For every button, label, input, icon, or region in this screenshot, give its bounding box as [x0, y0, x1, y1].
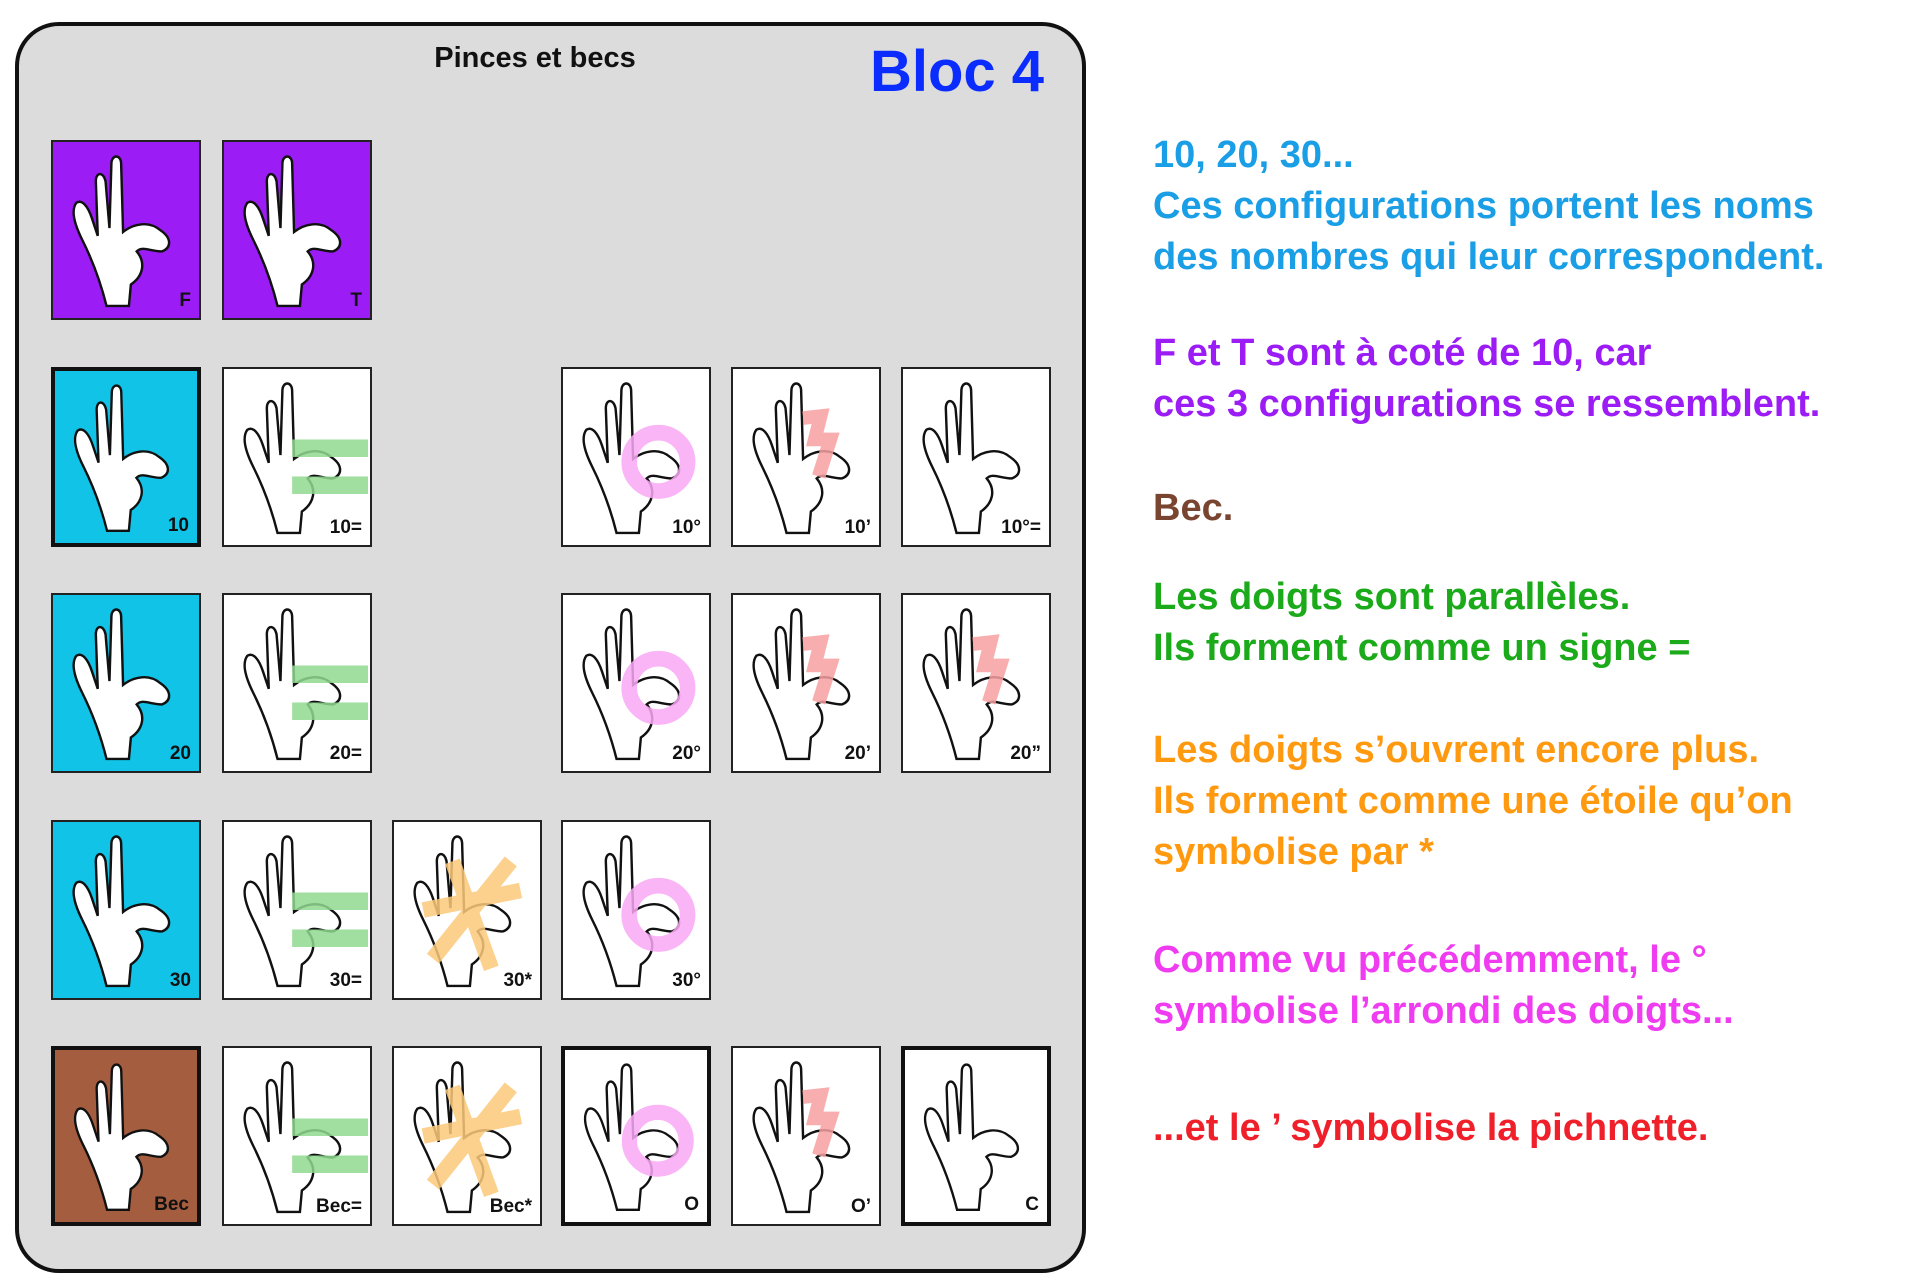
tile-label: 30 — [169, 970, 191, 991]
hand-icon — [582, 835, 696, 988]
handshape-tile-C: C — [901, 1046, 1051, 1226]
handshape-tile-20: 20 — [51, 593, 201, 773]
tile-label: 20= — [329, 743, 362, 764]
tile-label: Bec* — [489, 1196, 532, 1217]
tile-label: T — [350, 290, 362, 311]
tile-label: 10° — [672, 517, 701, 538]
tile-label: 10 — [167, 515, 189, 536]
hand-icon — [243, 835, 369, 988]
tile-label: 30= — [329, 970, 362, 991]
handshape-tile-30=: 30= — [222, 820, 372, 1000]
tile-label: 30° — [672, 970, 701, 991]
note-line: des nombres qui leur correspondent. — [1153, 236, 1825, 278]
tile-label: O — [684, 1194, 699, 1215]
hand-icon — [752, 382, 851, 535]
handshape-tile-10°: 10° — [561, 367, 711, 547]
tile-label: 20 — [169, 743, 191, 764]
note-line: symbolise l’arrondi des doigts... — [1153, 990, 1734, 1032]
note-block: Les doigts sont parallèles. Ils forment c… — [1153, 572, 1690, 674]
note-block: Bec. — [1153, 483, 1233, 534]
tile-label: 20° — [672, 743, 701, 764]
handshape-tile-O: O — [561, 1046, 711, 1226]
handshape-tile-20’: 20’ — [731, 593, 881, 773]
hand-icon — [583, 1063, 694, 1212]
handshape-tile-10: 10 — [51, 367, 201, 547]
handshape-tile-Bec*: Bec* — [392, 1046, 542, 1226]
hand-icon — [922, 382, 1021, 535]
tile-label: 10’ — [844, 517, 871, 538]
hand-icon — [243, 608, 369, 761]
handshape-tile-30*: 30* — [392, 820, 542, 1000]
hand-icon — [752, 608, 851, 761]
note-line: symbolise par * — [1153, 831, 1434, 873]
handshape-tile-O’: O’ — [731, 1046, 881, 1226]
hand-icon — [72, 835, 171, 988]
hand-icon — [923, 1063, 1020, 1212]
note-block: Les doigts s’ouvrent encore plus. Ils for… — [1153, 725, 1793, 878]
note-line: 10, 20, 30... — [1153, 134, 1354, 176]
hand-icon — [243, 155, 342, 308]
tile-label: Bec= — [316, 1196, 362, 1217]
handshape-tile-10=: 10= — [222, 367, 372, 547]
note-block: Comme vu précédemment, le ° symbolise l’a… — [1153, 935, 1734, 1037]
hand-icon — [922, 608, 1021, 761]
bloc-label: Bloc 4 — [870, 39, 1045, 104]
hand-icon — [752, 1061, 851, 1214]
hand-icon — [243, 1061, 369, 1214]
handshape-tile-20”: 20” — [901, 593, 1051, 773]
tile-label: 10°= — [1001, 517, 1041, 538]
handshape-tile-30: 30 — [51, 820, 201, 1000]
note-line: Ils forment comme une étoile qu’on — [1153, 780, 1793, 822]
note-line: ...et le ’ symbolise la pichnette. — [1153, 1107, 1709, 1149]
note-block: ...et le ’ symbolise la pichnette. — [1153, 1103, 1708, 1154]
note-line: F et T sont à coté de 10, car — [1153, 332, 1652, 374]
tile-label: 30* — [503, 970, 532, 991]
hand-icon — [73, 1063, 170, 1212]
hand-icon — [243, 382, 369, 535]
handshape-tile-10’: 10’ — [731, 367, 881, 547]
tile-label: O’ — [850, 1196, 871, 1217]
hand-icon — [413, 835, 523, 988]
handshape-tile-F: F — [51, 140, 201, 320]
note-line: ces 3 configurations se ressemblent. — [1153, 383, 1821, 425]
hand-icon — [582, 608, 696, 761]
handshape-tile-30°: 30° — [561, 820, 711, 1000]
hand-icon — [72, 155, 171, 308]
tile-label: C — [1025, 1194, 1039, 1215]
handshape-tile-10°=: 10°= — [901, 367, 1051, 547]
handshape-tile-T: T — [222, 140, 372, 320]
tile-label: 10= — [329, 517, 362, 538]
hand-icon — [73, 384, 170, 533]
note-line: Ils forment comme un signe = — [1153, 627, 1691, 669]
tile-label: Bec — [154, 1194, 189, 1215]
handshape-tile-Bec: Bec — [51, 1046, 201, 1226]
handshape-tile-20°: 20° — [561, 593, 711, 773]
note-line: Bec. — [1153, 487, 1234, 529]
note-block: F et T sont à coté de 10, car ces 3 confi… — [1153, 328, 1820, 430]
note-line: Les doigts s’ouvrent encore plus. — [1153, 729, 1760, 771]
note-line: Les doigts sont parallèles. — [1153, 576, 1631, 618]
tile-label: 20” — [1010, 743, 1041, 764]
hand-icon — [72, 608, 171, 761]
handshape-tile-20=: 20= — [222, 593, 372, 773]
note-line: Comme vu précédemment, le ° — [1153, 939, 1707, 981]
hand-icon — [413, 1061, 523, 1214]
note-line: Ces configurations portent les noms — [1153, 185, 1814, 227]
tile-label: F — [179, 290, 191, 311]
panel-title: Pinces et becs — [434, 42, 636, 74]
handshape-tile-Bec=: Bec= — [222, 1046, 372, 1226]
tile-label: 20’ — [844, 743, 871, 764]
hand-icon — [582, 382, 696, 535]
note-block: 10, 20, 30... Ces configurations portent … — [1153, 130, 1824, 283]
